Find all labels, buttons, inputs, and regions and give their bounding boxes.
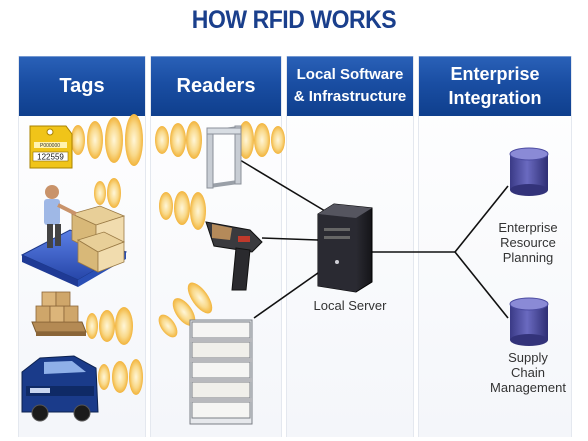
local-server-icon <box>317 203 373 293</box>
shelf-reader-icon <box>158 282 253 425</box>
local-server-label: Local Server <box>313 298 387 313</box>
link-gate-to-server <box>239 159 331 215</box>
diagram-title: HOW RFID WORKS <box>191 6 397 34</box>
column-header-enterprise: Enterprise Integration <box>419 56 571 116</box>
column-header-tags: Tags <box>19 56 145 116</box>
connection-lines <box>239 159 509 319</box>
shelf-waves-icon <box>158 282 213 338</box>
pallet-waves-icon <box>86 307 133 345</box>
truck-icon <box>21 355 143 422</box>
column-header-readers: Readers <box>151 56 281 116</box>
scm-database-icon <box>509 297 549 346</box>
truck-waves-icon <box>98 359 143 395</box>
column-header-local-software: Local Software & Infrastructure <box>287 56 413 116</box>
rfid-tag-icon: P000000 122559 <box>29 114 143 169</box>
tag-waves-icon <box>71 114 143 166</box>
scm-label: Supply Chain Management <box>490 350 566 395</box>
handheld-waves-icon <box>159 191 206 230</box>
tag-small-text: P000000 <box>40 143 60 149</box>
gate-waves-icon <box>155 121 285 159</box>
column-enterprise: Enterprise Integration <box>418 56 572 437</box>
erp-database-icon <box>509 147 549 196</box>
handheld-reader-icon <box>159 191 263 291</box>
worker-boxes-platform-icon <box>20 178 128 287</box>
pallet-boxes-icon <box>31 291 133 345</box>
link-hub-to-erp <box>454 185 509 253</box>
worker-waves-icon <box>94 178 121 208</box>
erp-label: Enterprise Resource Planning <box>498 220 558 265</box>
link-handheld-to-server <box>261 237 319 241</box>
tag-number: 122559 <box>37 153 64 162</box>
link-hub-to-scm <box>454 251 509 319</box>
gate-reader-icon <box>155 121 285 189</box>
link-shelf-to-server <box>253 267 326 319</box>
